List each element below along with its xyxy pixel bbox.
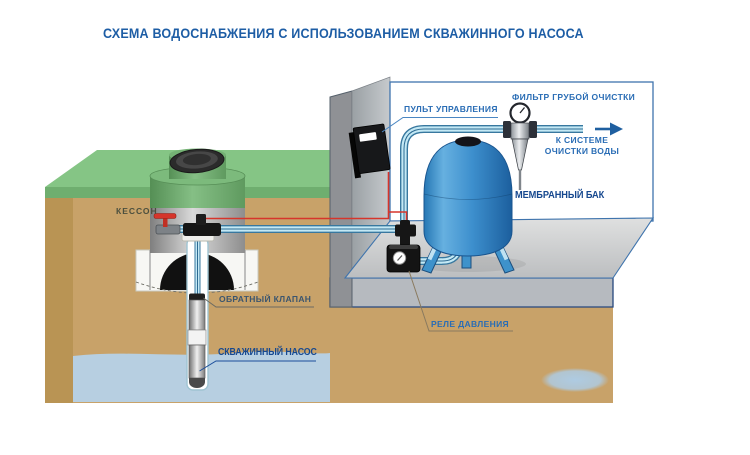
indoor-tee-vertical (400, 220, 410, 246)
label-control-panel: ПУЛЬТ УПРАВЛЕНИЯ (404, 104, 498, 114)
label-to-treatment-line1: К СИСТЕМЕ (555, 135, 609, 145)
check-valve-leader (203, 297, 314, 308)
label-coarse-filter: ФИЛЬТР ГРУБОЙ ОЧИСТКИ (512, 92, 636, 102)
panel-display (359, 132, 377, 142)
soil-side-face (45, 198, 73, 403)
tank-body (423, 139, 513, 257)
callout-lines (199, 117, 513, 372)
pressure-relay (386, 244, 421, 273)
pump-motor-cap (189, 378, 205, 388)
label-pressure-relay: РЕЛЕ ДАВЛЕНИЯ (431, 319, 509, 329)
tank-seam (423, 193, 513, 200)
diagram-title: СХЕМА ВОДОСНАБЖЕНИЯ С ИСПОЛЬЗОВАНИЕМ СКВ… (103, 26, 584, 41)
house-wall-outer (329, 90, 353, 308)
label-membrane-tank: МЕМБРАННЫЙ БАК (515, 189, 605, 201)
pressure-relay-leader (408, 270, 513, 332)
tank-leg-slot-right (499, 247, 509, 261)
wellhead-cable-gland (196, 214, 206, 225)
tank-top-valve-icon (455, 136, 481, 147)
wellhead-tee-fitting (183, 223, 221, 236)
label-to-treatment-line2: ОЧИСТКИ ВОДЫ (544, 145, 620, 156)
shutoff-valve-icon (153, 213, 181, 235)
groundwater-right-patch (541, 368, 609, 392)
coarse-filter (503, 102, 537, 190)
borehole-pump (187, 293, 207, 388)
label-to-treatment: К СИСТЕМЕ ОЧИСТКИ ВОДЫ (543, 135, 621, 156)
control-panel (348, 123, 391, 179)
control-panel-leader (381, 117, 498, 133)
borehole-pump-leader (199, 360, 316, 372)
riser-and-output-pipe (400, 125, 583, 244)
manhole-cover-icon (169, 148, 225, 174)
house-foundation (329, 277, 614, 308)
label-check-valve: ОБРАТНЫЙ КЛАПАН (219, 294, 312, 304)
label-borehole-pump: СКВАЖИННЫЙ НАСОС (218, 347, 317, 358)
flow-arrow-icon (595, 122, 623, 136)
tank-leg-slot-left (427, 247, 437, 261)
label-caisson: КЕССОН (116, 206, 158, 216)
filter-bowl (511, 138, 529, 171)
membrane-tank (421, 136, 515, 274)
pump-coupling (187, 329, 207, 346)
check-valve-fitting (189, 293, 205, 302)
